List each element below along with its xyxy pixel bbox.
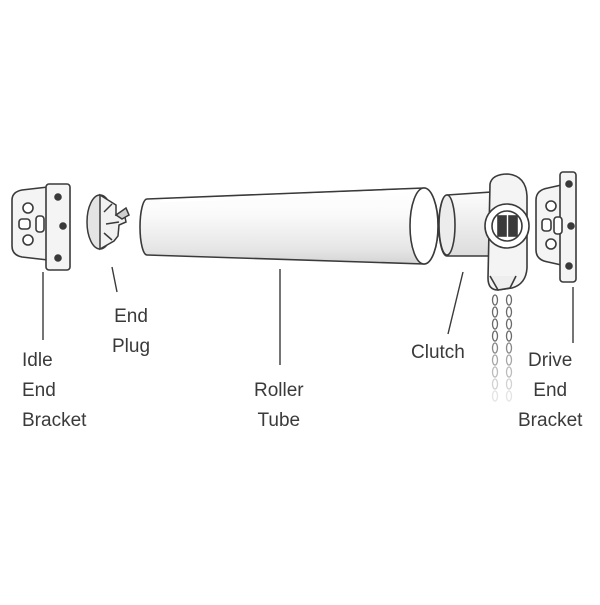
label-roller-tube-line-1: Roller [254, 380, 304, 401]
label-drive-end-bracket-line-2: End [533, 380, 568, 401]
label-end-plug-line-2: Plug [112, 336, 151, 357]
drive-end-bracket [535, 171, 577, 283]
label-clutch: Clutch [411, 338, 465, 368]
label-end-plug: End Plug [112, 302, 150, 362]
clutch-assembly [438, 173, 530, 291]
label-drive-end-bracket: Drive End Bracket [518, 346, 582, 436]
label-clutch-line-1: Clutch [411, 342, 465, 363]
label-idle-end-bracket-line-1: Idle [22, 350, 53, 371]
label-idle-end-bracket-line-3: Bracket [22, 410, 87, 431]
pull-chain [491, 294, 513, 402]
leader-line-end-plug [111, 266, 118, 293]
label-idle-end-bracket-line-2: End [22, 380, 56, 401]
end-plug [86, 193, 130, 251]
label-idle-end-bracket: Idle End Bracket [22, 346, 86, 436]
label-roller-tube: Roller Tube [254, 376, 304, 436]
label-drive-end-bracket-line-3: Bracket [518, 410, 583, 431]
label-drive-end-bracket-line-1: Drive [528, 350, 573, 371]
leader-lines [42, 266, 574, 365]
label-end-plug-line-1: End [114, 306, 148, 327]
label-roller-tube-line-2: Tube [257, 410, 301, 431]
roller-tube [139, 187, 439, 265]
leader-line-clutch [447, 271, 464, 335]
idle-end-bracket [11, 183, 71, 271]
